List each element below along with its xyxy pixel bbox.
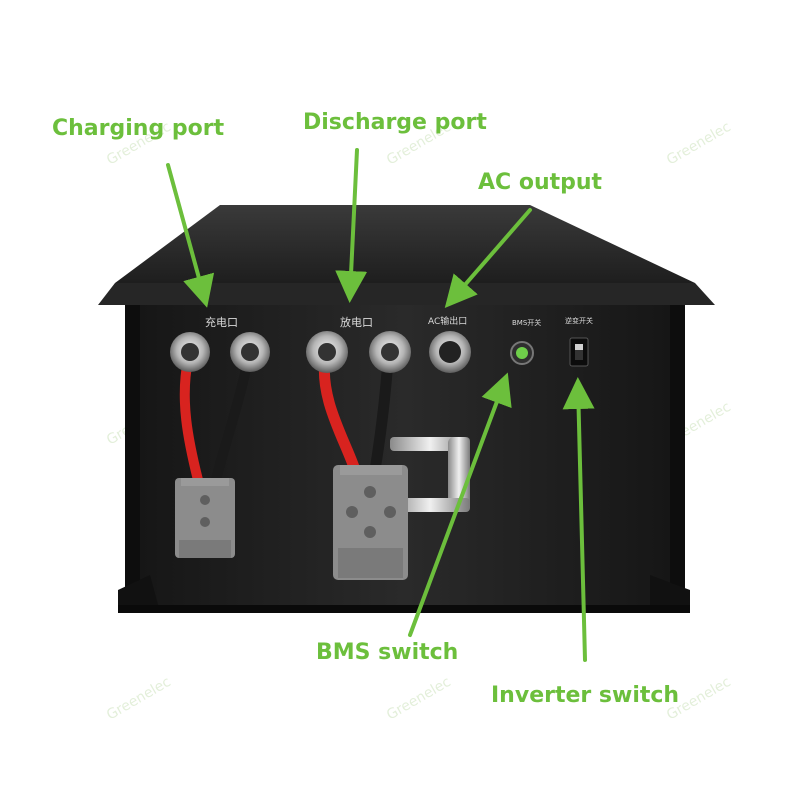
- discharge-connector: [333, 465, 408, 580]
- callout-discharge-port: Discharge port: [303, 110, 487, 135]
- callout-ac-output: AC output: [478, 170, 603, 195]
- arrow-charging-port: [166, 163, 215, 308]
- callout-arrows: [166, 148, 595, 662]
- svg-text:Greenelec: Greenelec: [664, 119, 734, 168]
- case-left-side: [125, 305, 140, 610]
- case-lid-top: [115, 205, 695, 283]
- case-foot-right: [650, 575, 690, 612]
- callout-inverter-switch: Inverter switch: [491, 683, 680, 708]
- svg-text:Greenelec: Greenelec: [104, 674, 174, 723]
- charging-connector: [175, 478, 235, 558]
- cable-glands: [170, 331, 471, 373]
- callout-charging-port: Charging port: [52, 116, 225, 141]
- case-lid-rim: [98, 283, 715, 305]
- arrow-ac-output: [444, 208, 532, 309]
- panel-label-discharge: 放电口: [340, 315, 373, 329]
- case-foot-left: [118, 575, 160, 612]
- panel-label-ac: AC输出口: [428, 315, 467, 327]
- case-right-side: [670, 305, 685, 610]
- panel-label-inverter: 逆变开关: [565, 316, 593, 325]
- arrow-discharge-port: [335, 148, 368, 303]
- charging-cables: [179, 355, 253, 485]
- inverter-switch[interactable]: [569, 337, 589, 367]
- arrow-inverter-switch: [562, 377, 595, 662]
- case-bottom-edge: [118, 605, 690, 613]
- bms-switch[interactable]: [510, 341, 534, 365]
- svg-text:Greenelec: Greenelec: [384, 674, 454, 723]
- panel-labels: 充电口 放电口 AC输出口 BMS开关 逆变开关: [205, 315, 593, 329]
- panel-label-charge: 充电口: [205, 315, 238, 329]
- callout-bms-switch: BMS switch: [316, 640, 459, 665]
- arrow-bms-switch: [408, 372, 512, 637]
- panel-label-bms: BMS开关: [512, 318, 541, 327]
